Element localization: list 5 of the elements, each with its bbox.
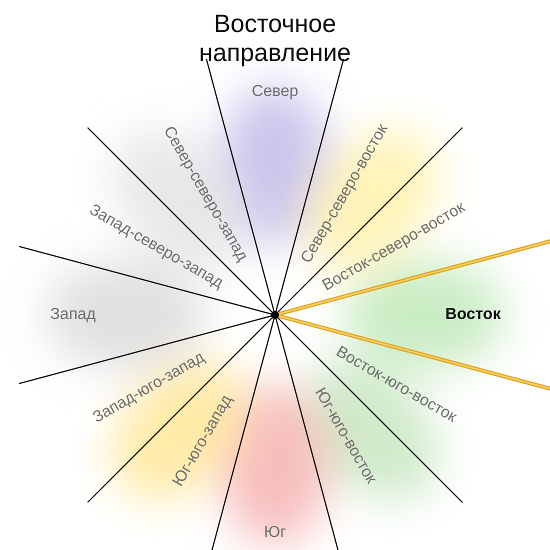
direction-label: Юг <box>264 524 286 542</box>
direction-label: Восток <box>445 306 501 324</box>
title: Восточное направление <box>198 10 352 68</box>
direction-label: Запад <box>50 306 96 324</box>
direction-label: Север <box>252 83 298 101</box>
